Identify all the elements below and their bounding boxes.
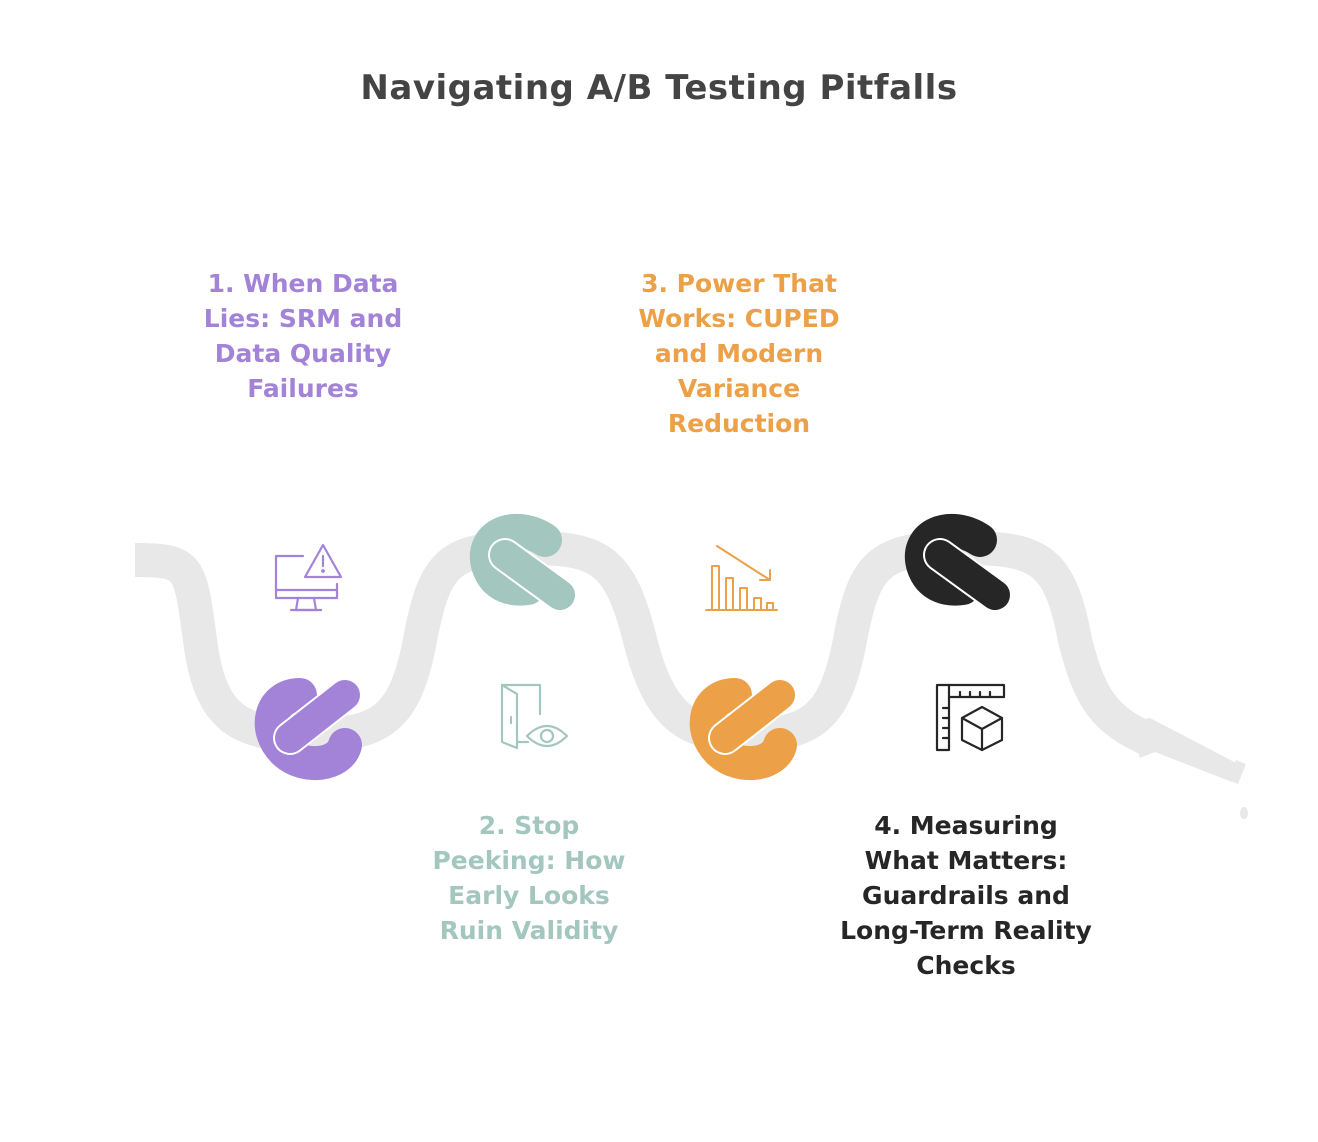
ruler-cube-icon	[935, 683, 1006, 752]
knot-step-2	[469, 514, 577, 612]
hose-nozzle-icon	[1132, 718, 1248, 819]
step-3-label: 3. Power That Works: CUPED and Modern Va…	[600, 266, 878, 441]
step-4-label: 4. Measuring What Matters: Guardrails an…	[810, 808, 1122, 983]
declining-bar-chart-icon	[705, 545, 778, 611]
step-3-line: and Modern	[654, 339, 824, 368]
step-1-label: 1. When Data Lies: SRM and Data Quality …	[172, 266, 434, 406]
diagram-title: Navigating A/B Testing Pitfalls	[360, 68, 958, 108]
step-2-line: Ruin Validity	[439, 916, 619, 945]
monitor-warning-icon	[274, 543, 343, 612]
step-4-line: Long-Term Reality	[840, 916, 1092, 945]
door-eye-icon	[500, 683, 569, 750]
step-2-label: 2. Stop Peeking: How Early Looks Ruin Va…	[398, 808, 660, 948]
step-2-line: Early Looks	[448, 881, 610, 910]
step-2-line: 2. Stop	[478, 811, 580, 840]
step-3-line: Works: CUPED	[638, 304, 840, 333]
step-2-line: Peeking: How	[432, 846, 626, 875]
step-4-line: Checks	[916, 951, 1016, 980]
step-4-line: Guardrails and	[862, 881, 1070, 910]
step-4-line: 4. Measuring	[874, 811, 1058, 840]
step-3-line: Reduction	[667, 409, 811, 438]
knot-step-1	[254, 678, 362, 781]
knot-step-4	[904, 514, 1012, 612]
step-3-line: Variance	[677, 374, 801, 403]
step-1-line: Failures	[247, 374, 359, 403]
step-1-line: Lies: SRM and	[203, 304, 403, 333]
step-1-line: Data Quality	[214, 339, 392, 368]
step-4-line: What Matters:	[864, 846, 1068, 875]
step-1-line: 1. When Data	[207, 269, 399, 298]
step-3-line: 3. Power That	[641, 269, 837, 298]
knot-step-3	[689, 678, 797, 781]
